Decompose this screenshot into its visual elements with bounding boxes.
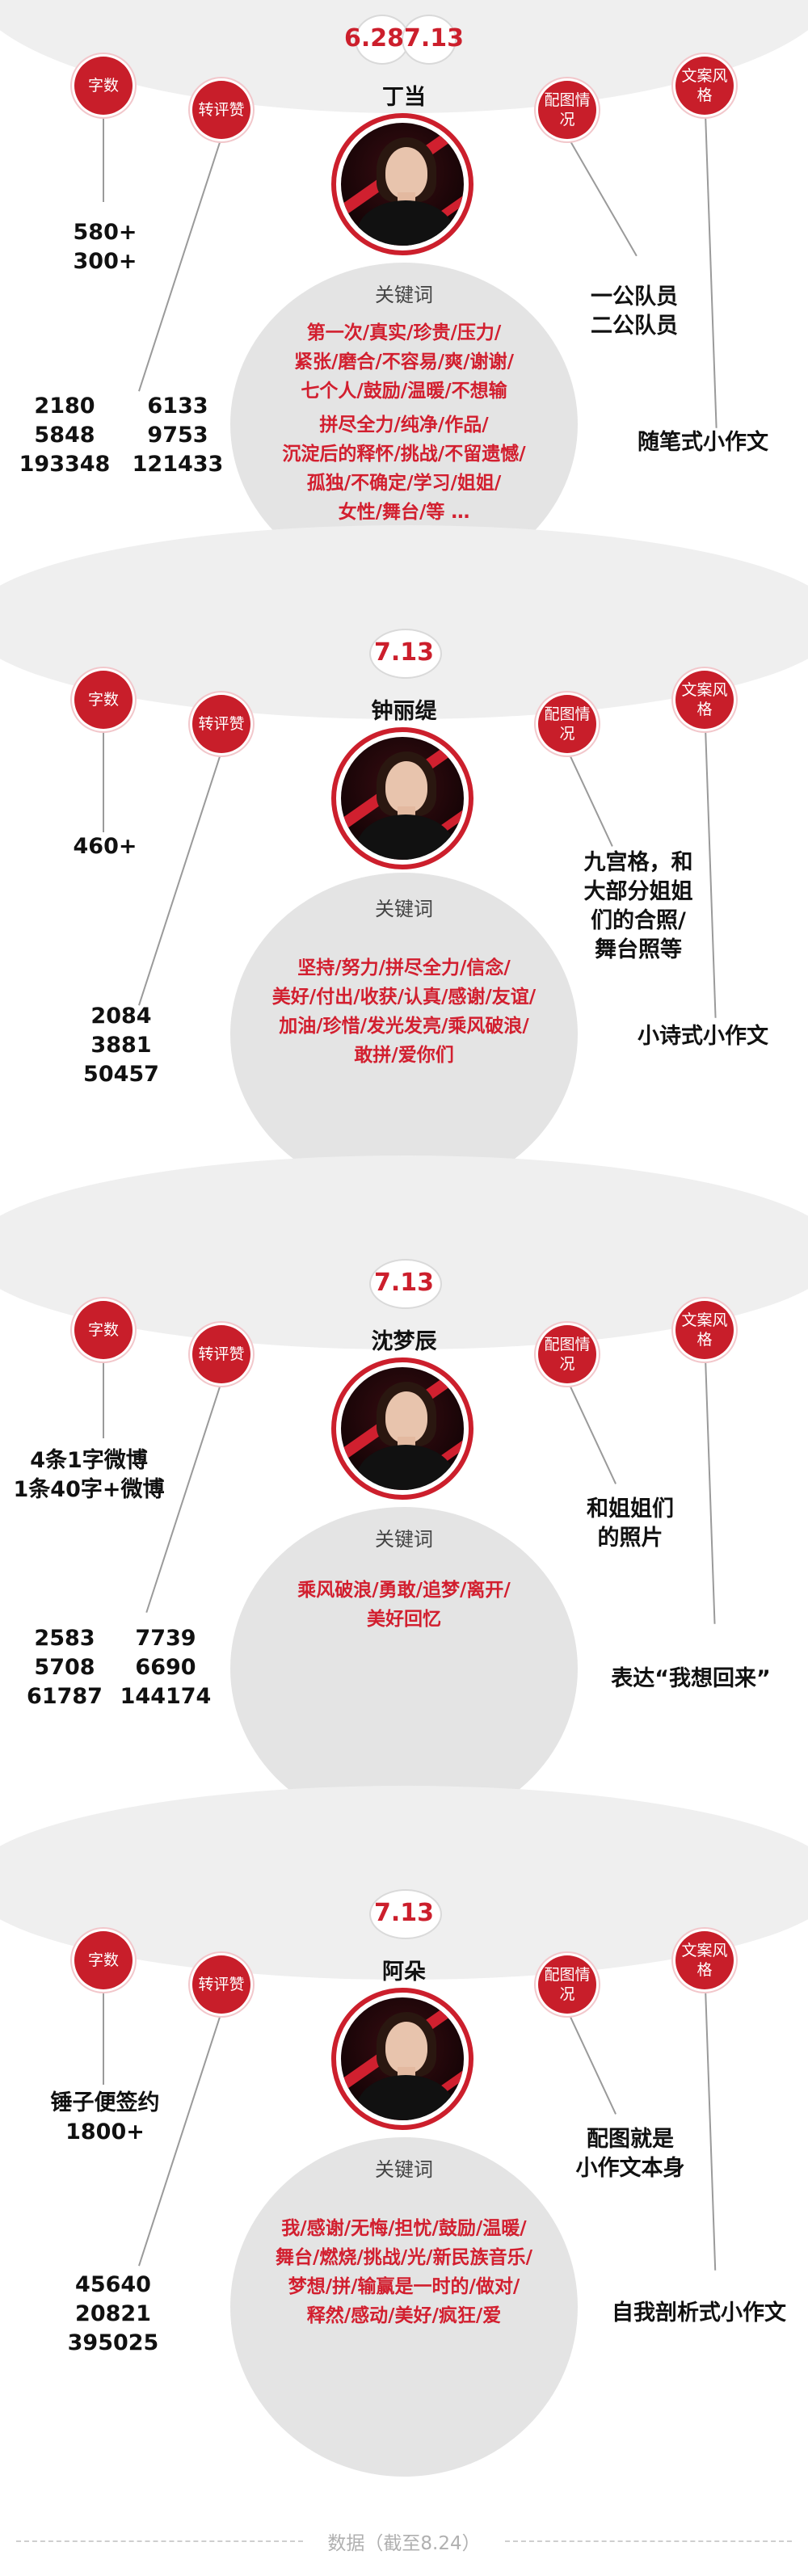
date-badge: 6.287.13: [335, 15, 473, 65]
connector-line: [705, 112, 718, 428]
reposts-bubble: 转评赞: [192, 81, 250, 139]
arch-bg: [0, 1786, 808, 1980]
connector-line: [567, 137, 638, 257]
footer-note: 数据（截至8.24）: [327, 2533, 481, 2554]
reposts-bubble: 转评赞: [192, 695, 250, 753]
date-text: 7.13: [373, 1899, 435, 1927]
keywords: 关键词 乘风破浪/勇敢/追梦/离开/美好回忆: [297, 1528, 511, 1630]
keywords: 关键词 第一次/真实/珍贵/压力/紧张/磨合/不容易/爽/谢谢/七个人/鼓励/温…: [282, 284, 526, 523]
chars-bubble: 字数: [74, 1931, 133, 1989]
style-bubble: 文案风格: [675, 57, 734, 115]
keyword-circle: [230, 2137, 578, 2477]
chars-bubble: 字数: [74, 57, 133, 115]
section-1: 6.287.13 丁当 字数 转评赞 配图情况 文案风格 580+300+ 21…: [0, 0, 808, 614]
images-bubble: 配图情况: [538, 1955, 596, 2014]
connector-line: [138, 751, 222, 1006]
date-badge: [369, 1259, 442, 1309]
chars-bubble: 字数: [74, 671, 133, 729]
reposts-bubble: 转评赞: [192, 1325, 250, 1383]
date-badge: [369, 1889, 442, 1939]
images-bubble: 配图情况: [538, 81, 596, 139]
arch-bg: [0, 525, 808, 719]
keyword-circle: [230, 1507, 578, 1830]
keywords: 关键词 坚持/努力/拼尽全力/信念/美好/付出/收获/认真/感谢/友谊/加油/珍…: [271, 898, 537, 1066]
style-bubble: 文案风格: [675, 1301, 734, 1359]
divider: [16, 2540, 303, 2542]
reposts-bubble: 转评赞: [192, 1955, 250, 2014]
images-values: 和姐姐们的照片: [587, 1496, 674, 1551]
style-value: 自我剖析式小作文: [612, 2300, 786, 2326]
images-bubble: 配图情况: [538, 1325, 596, 1383]
avatar: [331, 1357, 473, 1500]
divider: [505, 2540, 792, 2542]
avatar: [331, 1988, 473, 2130]
keywords: 关键词 我/感谢/无悔/担忧/鼓励/温暖/舞台/燃烧/挑战/光/新民族音乐/梦想…: [275, 2158, 532, 2326]
images-values: 一公队员二公队员: [591, 284, 678, 339]
images-bubble: 配图情况: [538, 695, 596, 753]
connector-line: [103, 1357, 104, 1438]
images-values: 配图就是小作文本身: [575, 2127, 685, 2181]
member-name: 沈梦辰: [371, 1329, 437, 1354]
footer: 数据（截至8.24）: [0, 2521, 808, 2561]
connector-line: [103, 1988, 104, 2085]
style-value: 小诗式小作文: [638, 1024, 768, 1049]
connector-line: [103, 727, 104, 832]
keyword-circle: [230, 873, 578, 1196]
connector-line: [705, 1987, 717, 2271]
connector-line: [103, 113, 104, 202]
connector-line: [567, 1381, 617, 1484]
avatar: [331, 113, 473, 255]
member-name: 钟丽缇: [371, 699, 437, 724]
date-badge: [369, 629, 442, 679]
chars-bubble: 字数: [74, 1301, 133, 1359]
chars-values: 580+300+: [73, 220, 137, 274]
avatar: [331, 727, 473, 869]
arch-bg: [0, 1155, 808, 1349]
style-bubble: 文案风格: [675, 1931, 734, 1989]
member-name: 丁当: [382, 85, 426, 110]
style-bubble: 文案风格: [675, 671, 734, 729]
style-value: 随笔式小作文: [638, 430, 768, 455]
date-text: 6.287.13: [343, 24, 465, 53]
date-text: 7.13: [373, 1269, 435, 1297]
chars-values: 460+: [73, 834, 137, 859]
connector-line: [567, 2011, 617, 2115]
date-text: 7.13: [373, 638, 435, 667]
connector-line: [705, 1357, 716, 1624]
member-name: 阿朵: [382, 1959, 426, 1985]
connector-line: [567, 751, 613, 847]
images-values: 九宫格，和大部分姐姐们的合照/舞台照等: [583, 850, 693, 962]
style-value: 表达“我想回来”: [611, 1666, 771, 1691]
